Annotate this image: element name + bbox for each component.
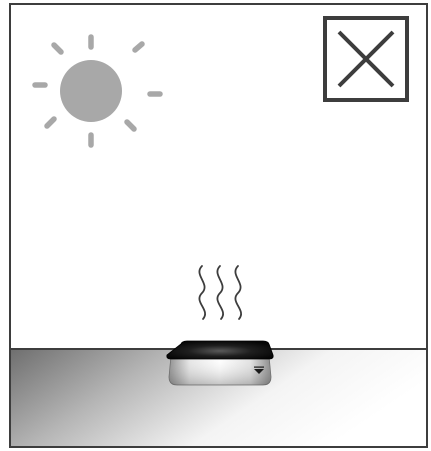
scene-frame [9, 3, 428, 448]
close-icon[interactable] [323, 16, 409, 102]
scene-canvas [11, 16, 426, 446]
sun-icon [32, 34, 163, 148]
chevron-down-icon [254, 366, 264, 374]
device [166, 340, 274, 386]
steam-icon [198, 265, 242, 320]
